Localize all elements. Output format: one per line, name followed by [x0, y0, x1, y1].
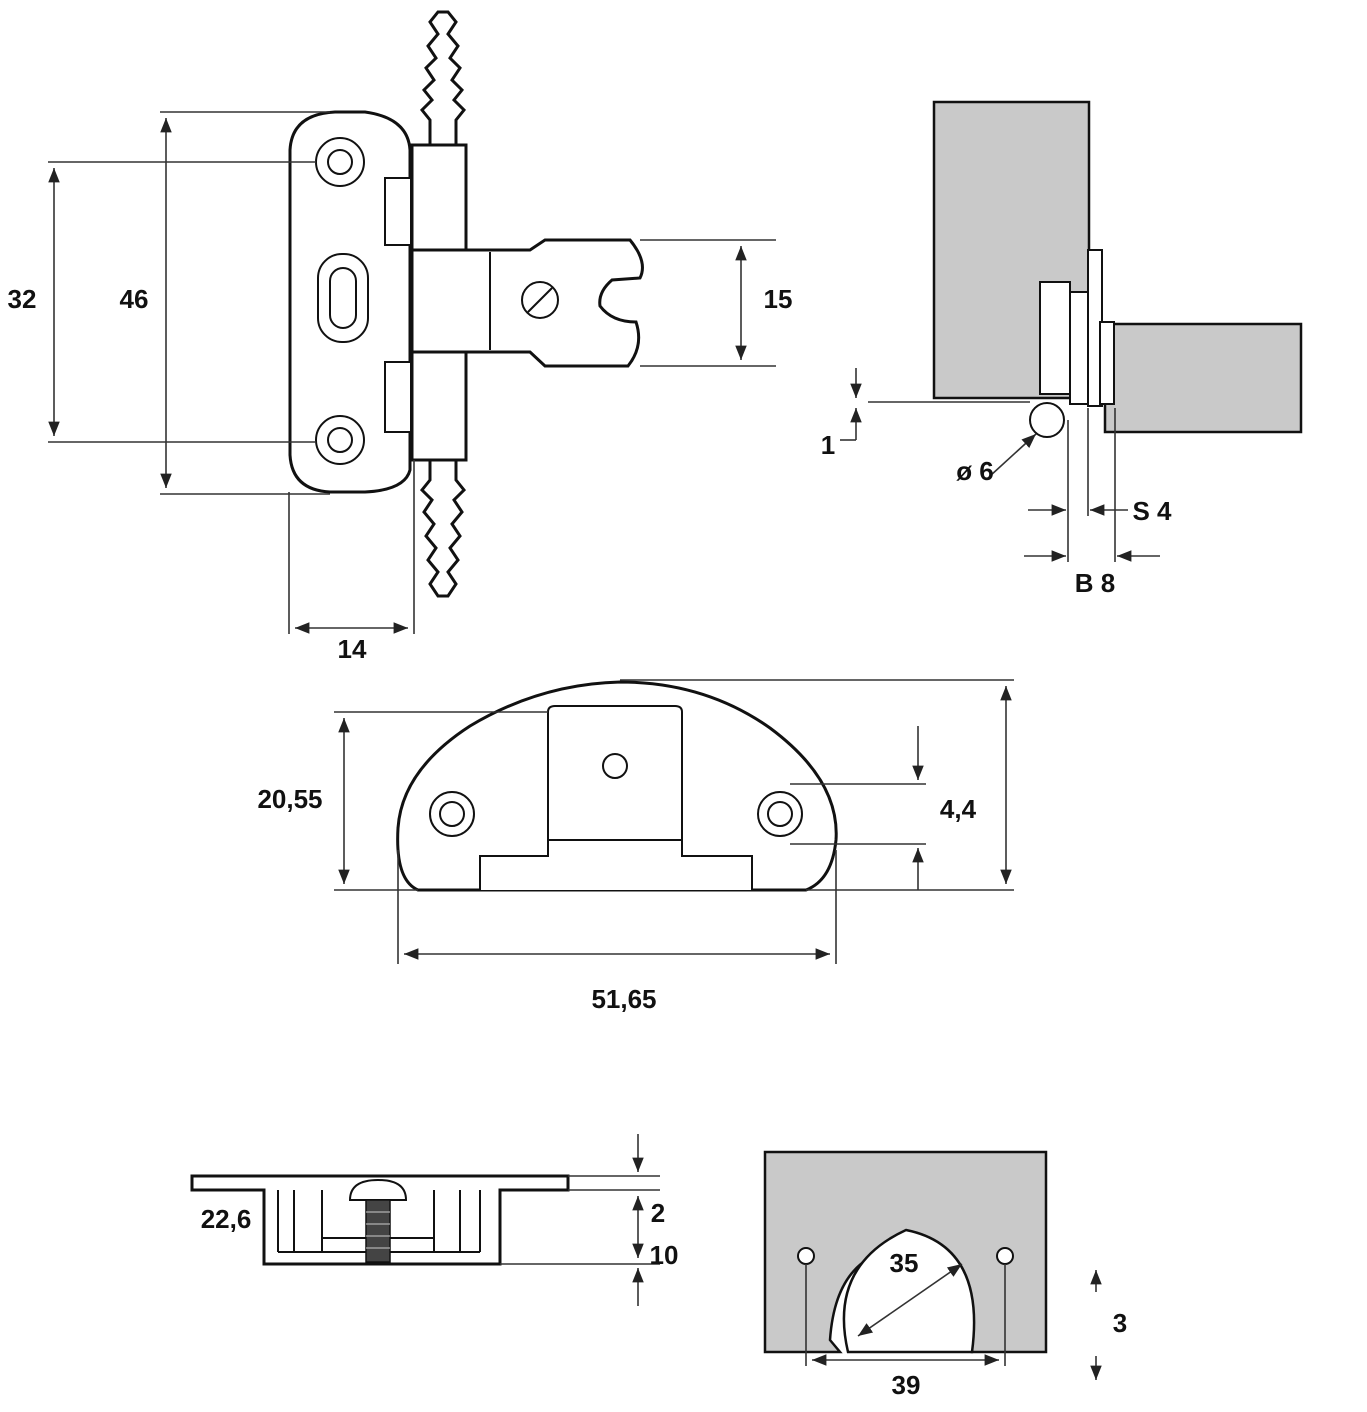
- screw-hole-bottom-inner: [327, 427, 353, 453]
- dim-label-b8: B 8: [1075, 568, 1115, 598]
- side-screw-shank: [365, 1199, 391, 1263]
- dim-label-46: 46: [120, 284, 149, 314]
- plate-side-view: 22,6 2 10: [190, 1134, 679, 1306]
- dim-label-20-55: 20,55: [257, 784, 322, 814]
- pin-finial-top: [419, 10, 467, 147]
- hinge-section-plate: [1039, 281, 1071, 395]
- dim-label-diameter-6: ø 6: [956, 456, 994, 486]
- side-screw-head: [348, 1178, 408, 1201]
- hinge-front-view: 32 46 15 14: [8, 10, 793, 664]
- dim-label-35: 35: [890, 1248, 919, 1278]
- dim-label-39: 39: [892, 1370, 921, 1400]
- dim-label-14: 14: [338, 634, 367, 664]
- installation-section-view: 1 ø 6 S 4 B 8: [821, 100, 1303, 598]
- knuckle-tab-lower: [384, 361, 410, 433]
- dim-label-3: 3: [1113, 1308, 1127, 1338]
- dim-label-15: 15: [764, 284, 793, 314]
- knuckle-tab-upper: [384, 177, 410, 246]
- dim-label-32: 32: [8, 284, 37, 314]
- dim-label-1: 1: [821, 430, 835, 460]
- mounting-plate-view: 20,55 4,4 51,65: [257, 679, 1014, 1014]
- dim-label-10: 10: [650, 1240, 679, 1270]
- plate-base-step: [479, 839, 753, 890]
- pilot-hole-left: [797, 1247, 815, 1265]
- dim-label-s4: S 4: [1132, 496, 1172, 526]
- pin-finial-bottom: [419, 458, 467, 598]
- dim-label-51-65: 51,65: [591, 984, 656, 1014]
- pin-ball: [1029, 402, 1065, 438]
- pilot-hole-right: [996, 1247, 1014, 1265]
- adjust-slot-inner: [329, 267, 357, 329]
- plate-center-hole: [602, 753, 628, 779]
- dim-label-2: 2: [651, 1198, 665, 1228]
- door-panel: [1103, 322, 1303, 434]
- screw-hole-top-inner: [327, 149, 353, 175]
- dim-label-22-6: 22,6: [201, 1204, 252, 1234]
- cup-drilling-view: 35 39 3: [763, 1150, 1127, 1400]
- dim-label-4-4: 4,4: [940, 794, 977, 824]
